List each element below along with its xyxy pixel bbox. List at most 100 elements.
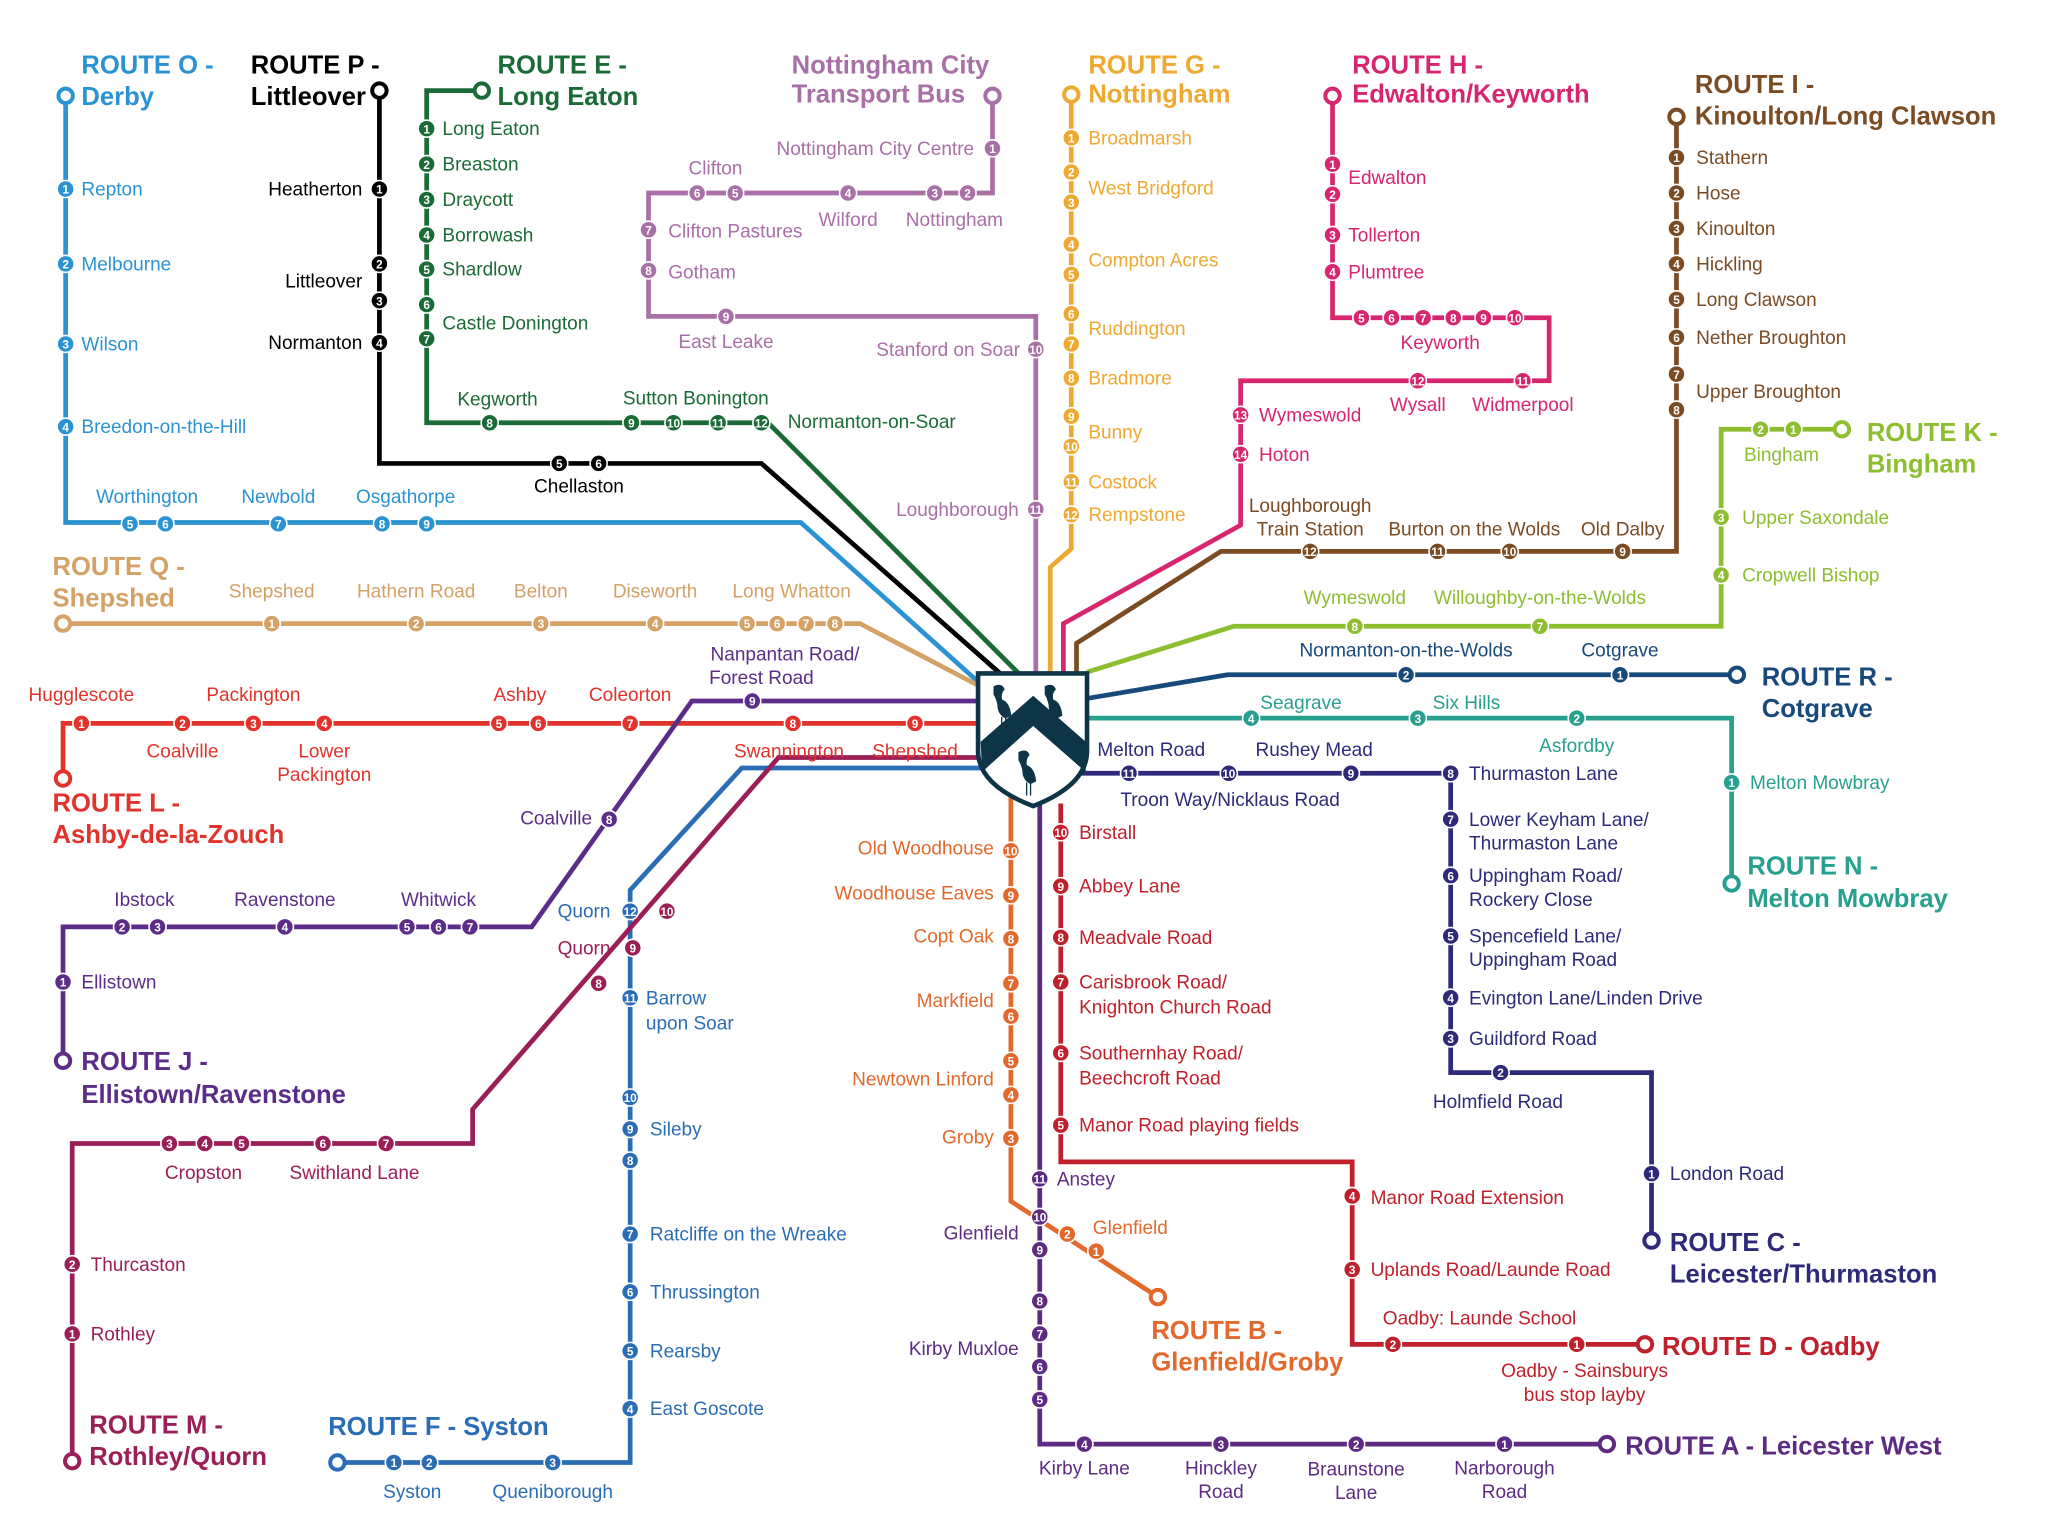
stop-marker: 5	[1051, 1115, 1071, 1135]
stop-marker: 8	[1001, 929, 1021, 948]
stop-circle	[1061, 265, 1081, 284]
stop-label: Glenfield	[1093, 1218, 1168, 1239]
stop-marker: 3	[543, 1453, 563, 1472]
stop-label: Sutton Bonington	[623, 388, 769, 409]
route-h-title: Edwalton/Keyworth	[1352, 80, 1589, 108]
stop-label: Uplands Road/Launde Road	[1371, 1260, 1611, 1281]
stop-number: 3	[538, 617, 545, 631]
stop-number: 4	[1329, 265, 1336, 279]
stop-number: 5	[1358, 311, 1365, 325]
stop-number: 6	[423, 298, 430, 312]
stop-marker: 10	[1051, 823, 1071, 842]
stop-number: 3	[1218, 1438, 1225, 1452]
stop-label: Keyworth	[1401, 333, 1480, 354]
route-a-title: ROUTE A - Leicester West	[1625, 1433, 1942, 1461]
stop-label: Coalville	[147, 741, 219, 762]
stop-marker: 7	[796, 614, 816, 633]
stop-marker: 4	[1001, 1085, 1021, 1105]
stop-circle	[1441, 866, 1460, 885]
stop-number: 2	[376, 258, 383, 272]
stop-number: 3	[1415, 712, 1422, 726]
stop-number: 8	[1068, 372, 1075, 386]
route-c-title: Leicester/Thurmaston	[1670, 1261, 1937, 1289]
stop-label: Old Dalby	[1581, 520, 1665, 541]
stop-circle	[1413, 308, 1433, 328]
stop-number: 5	[404, 921, 411, 935]
stop-circle	[417, 295, 436, 314]
stop-label: Burton on the Wolds	[1388, 520, 1560, 541]
stop-marker: 8	[1667, 400, 1686, 419]
stop-marker: 1	[56, 179, 75, 199]
stop-label: Heatherton	[268, 180, 362, 201]
stop-number: 6	[774, 617, 781, 631]
route-a-line	[1037, 803, 1607, 1447]
stop-circle	[1061, 128, 1081, 148]
stop-number: 2	[423, 158, 430, 172]
stop-number: 6	[1388, 311, 1395, 325]
stop-number: 3	[1447, 1032, 1454, 1046]
stop-label: Bingham	[1744, 445, 1819, 466]
stop-marker: 2	[1383, 1335, 1403, 1354]
stop-circle	[1500, 542, 1520, 561]
stop-label: Long Clawson	[1696, 290, 1817, 311]
stop-number: 10	[1033, 1211, 1047, 1225]
stop-marker: 12	[752, 413, 771, 433]
stop-label: Anstey	[1057, 1169, 1116, 1190]
stop-number: 5	[423, 263, 430, 277]
stop-circle	[1001, 1085, 1021, 1105]
stop-label: East Goscote	[650, 1399, 764, 1420]
stop-label: Nether Broughton	[1696, 328, 1846, 349]
stop-number: 10	[1054, 826, 1068, 840]
stop-circle	[160, 1134, 179, 1153]
stop-label: Whitwick	[401, 890, 476, 911]
stop-circle	[419, 1453, 439, 1472]
stop-number: 7	[1008, 977, 1015, 991]
route-n-title: ROUTE N -	[1747, 852, 1878, 880]
stop-circle	[1346, 1434, 1366, 1454]
stop-number: 6	[627, 1285, 634, 1299]
stop-label: Packington	[206, 685, 300, 706]
stop-label: West Bridgford	[1088, 178, 1213, 199]
stop-number: 8	[627, 1154, 634, 1168]
stop-circle	[72, 714, 91, 733]
stop-number: 8	[606, 813, 613, 827]
stop-number: 4	[845, 187, 852, 201]
stop-label: Lane	[1335, 1483, 1377, 1504]
stop-marker: 10	[1030, 1207, 1050, 1227]
stop-label: Glenfield	[944, 1223, 1019, 1244]
stop-number: 5	[1068, 268, 1075, 282]
stop-circle	[53, 972, 73, 992]
stop-circle	[1061, 304, 1081, 324]
stop-number: 5	[127, 517, 134, 531]
stop-number: 7	[423, 332, 430, 346]
stop-circle	[370, 291, 389, 310]
stop-number: 11	[624, 991, 637, 1005]
stop-marker: 9	[1613, 542, 1632, 561]
stop-circle	[1241, 708, 1261, 728]
stop-label: Castle Donington	[442, 314, 588, 335]
stop-number: 11	[1123, 767, 1136, 781]
stop-circle	[838, 183, 858, 203]
stop-label: Osgathorpe	[356, 487, 455, 508]
stop-marker: 1	[370, 179, 389, 199]
stop-number: 8	[1352, 620, 1359, 634]
stop-circle	[1051, 1043, 1071, 1063]
stop-marker: 2	[406, 614, 426, 633]
route-c-title: ROUTE C -	[1670, 1229, 1801, 1257]
route-r-title: Cotgrave	[1762, 695, 1873, 723]
stop-number: 4	[1068, 238, 1075, 252]
stop-marker: 8	[825, 614, 845, 633]
stop-marker: 6	[1030, 1357, 1050, 1376]
stop-marker: 3	[925, 183, 945, 203]
route-i-title: ROUTE I -	[1695, 71, 1814, 99]
stop-circle	[622, 413, 641, 433]
stop-circle	[1001, 841, 1021, 861]
stop-label: Repton	[81, 180, 142, 201]
stop-marker: 5	[1352, 308, 1371, 328]
stop-number: 10	[667, 416, 681, 430]
stop-marker: 7	[1530, 616, 1550, 636]
stop-circle	[1323, 262, 1342, 282]
stop-number: 2	[426, 1456, 433, 1470]
stop-label: Rempstone	[1088, 505, 1185, 526]
stop-marker: 8	[1051, 928, 1071, 947]
